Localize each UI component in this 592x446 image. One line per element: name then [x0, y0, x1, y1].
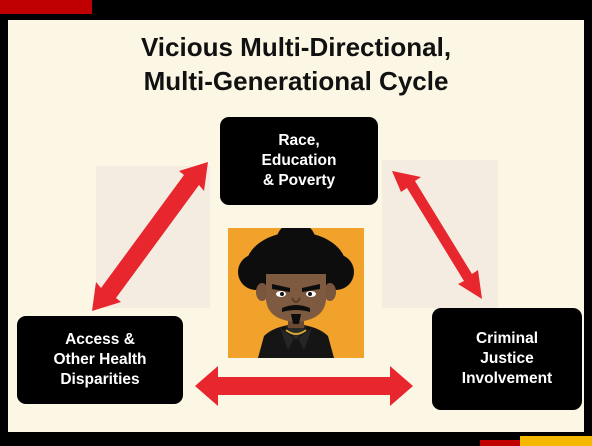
arrow-top-left [92, 162, 208, 311]
arrow-bottom [195, 366, 413, 406]
afro-man-avatar-icon [228, 222, 364, 358]
node-right-line-1: Criminal [475, 330, 538, 347]
node-top-line-2: Education [261, 152, 337, 169]
node-right-line-3: Involvement [461, 370, 553, 387]
title-line-1: Vicious Multi-Directional, [140, 32, 452, 62]
node-access-health-disparities: Access & Other Health Disparities [17, 316, 183, 404]
node-left-line-3: Disparities [60, 371, 140, 388]
arrow-top-right [392, 171, 482, 299]
node-left-line-1: Access & [65, 331, 135, 348]
bottom-accent-red [480, 440, 520, 446]
top-bar [0, 0, 592, 14]
top-accent-red [0, 0, 92, 14]
slide-title: Vicious Multi-Directional, Multi-Generat… [8, 30, 584, 98]
node-right-line-2: Justice [480, 350, 534, 367]
node-race-education-poverty: Race, Education & Poverty [220, 117, 378, 205]
node-criminal-justice-involvement: Criminal Justice Involvement [432, 308, 582, 410]
node-top-line-3: & Poverty [262, 172, 336, 189]
bottom-accent-gold [520, 436, 592, 446]
node-top-line-1: Race, [278, 132, 320, 149]
node-left-line-2: Other Health [53, 351, 147, 368]
title-line-2: Multi-Generational Cycle [143, 66, 449, 96]
